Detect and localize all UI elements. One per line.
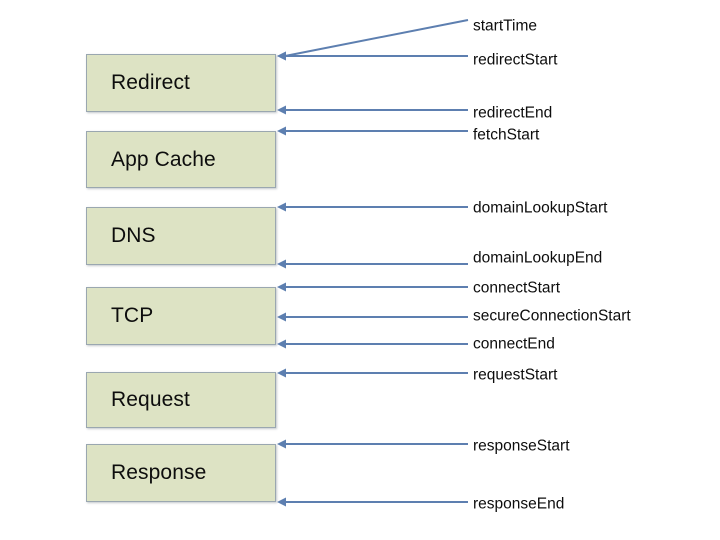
arrowhead-startTime xyxy=(277,51,286,61)
arrowhead-redirectEnd xyxy=(277,105,286,115)
phase-box-app-cache: App Cache xyxy=(86,131,276,188)
event-label-startTime: startTime xyxy=(473,17,538,35)
event-label-secureConnectionStart: secureConnectionStart xyxy=(473,307,631,325)
event-label-responseEnd: responseEnd xyxy=(473,495,565,513)
phase-box-label: TCP xyxy=(111,304,154,327)
phase-box-request: Request xyxy=(86,372,276,428)
arrowhead-domainLookupEnd xyxy=(277,259,286,269)
event-label-redirectStart: redirectStart xyxy=(473,51,558,69)
event-label-redirectEnd: redirectEnd xyxy=(473,104,553,122)
arrowhead-connectStart xyxy=(277,282,286,292)
phase-box-label: App Cache xyxy=(111,147,216,171)
arrowhead-fetchStart xyxy=(277,126,286,136)
arrowhead-connectEnd xyxy=(277,339,286,349)
phase-box-redirect: Redirect xyxy=(86,54,276,112)
event-label-fetchStart: fetchStart xyxy=(473,126,540,144)
arrowhead-redirectStart xyxy=(277,51,286,61)
phase-box-label: Request xyxy=(111,388,190,411)
event-label-domainLookupStart: domainLookupStart xyxy=(473,199,608,217)
arrowhead-requestStart xyxy=(277,368,286,378)
phase-box-label: Response xyxy=(111,461,207,484)
phase-box-label: DNS xyxy=(111,224,156,247)
arrowhead-domainLookupStart xyxy=(277,202,286,212)
arrowhead-responseStart xyxy=(277,439,286,449)
phase-box-dns: DNS xyxy=(86,207,276,265)
event-label-connectStart: connectStart xyxy=(473,279,561,297)
phase-box-label: Redirect xyxy=(111,71,190,94)
event-label-connectEnd: connectEnd xyxy=(473,335,555,353)
event-label-domainLookupEnd: domainLookupEnd xyxy=(473,249,603,267)
phase-box-tcp: TCP xyxy=(86,287,276,345)
phase-box-response: Response xyxy=(86,444,276,502)
arrowhead-secureConnectionStart xyxy=(277,312,286,322)
connector-line-startTime xyxy=(284,19,469,57)
event-label-requestStart: requestStart xyxy=(473,366,558,384)
event-label-responseStart: responseStart xyxy=(473,437,570,455)
arrowhead-responseEnd xyxy=(277,497,286,507)
